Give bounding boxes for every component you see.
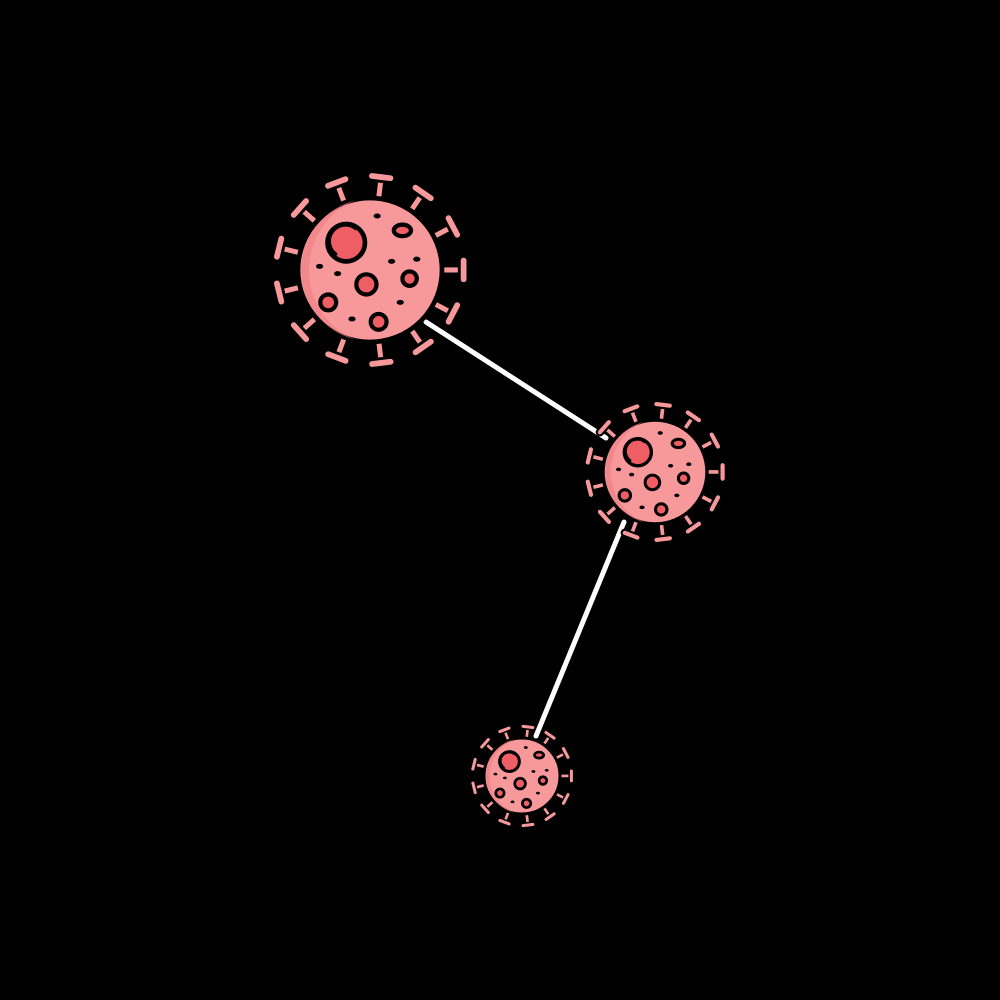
virus-large bbox=[271, 170, 470, 370]
virus-dot bbox=[348, 316, 356, 322]
virus-ring bbox=[617, 488, 633, 503]
virus-ring bbox=[653, 502, 669, 517]
spike-tip bbox=[709, 432, 721, 449]
virus-ring bbox=[676, 471, 691, 485]
spike-tip bbox=[412, 184, 434, 202]
virus-ring bbox=[643, 473, 662, 492]
virus-spot-highlight bbox=[499, 751, 516, 769]
virus-ring bbox=[513, 776, 527, 791]
spike-tip bbox=[325, 176, 349, 189]
bond-large-to-medium bbox=[423, 319, 609, 441]
spike-tip bbox=[471, 781, 477, 795]
virus-dot bbox=[629, 472, 635, 477]
spike-tip bbox=[597, 509, 612, 525]
spike-tip bbox=[561, 747, 570, 759]
spike-tip bbox=[445, 215, 461, 238]
spike-tip bbox=[521, 822, 535, 828]
virus-dot bbox=[544, 768, 549, 772]
virus-dot bbox=[668, 463, 674, 468]
virus-shade bbox=[605, 421, 645, 523]
spike-tip bbox=[561, 793, 570, 805]
spike-tip bbox=[480, 803, 490, 815]
virus-shade bbox=[485, 739, 515, 813]
spike-tip bbox=[369, 358, 394, 367]
spike-tip bbox=[274, 280, 285, 305]
spike-tip bbox=[622, 530, 640, 540]
spike-tip bbox=[709, 495, 721, 512]
spike-tip bbox=[290, 198, 309, 218]
spike-tip bbox=[480, 738, 490, 749]
spike-tip bbox=[412, 338, 434, 356]
virus-ring bbox=[533, 750, 546, 760]
connectors bbox=[420, 316, 630, 742]
virus-ring bbox=[537, 775, 549, 786]
viruses bbox=[271, 170, 727, 829]
virus-ring bbox=[368, 311, 389, 332]
virus-ring bbox=[391, 222, 414, 239]
spike-tip bbox=[685, 521, 702, 534]
virus-ring bbox=[670, 437, 687, 450]
spike-tip bbox=[585, 479, 594, 497]
virus-dot bbox=[536, 791, 540, 795]
spike-tip bbox=[622, 404, 640, 414]
virus-spot-highlight bbox=[624, 438, 646, 462]
virus-small bbox=[469, 723, 575, 829]
virus-dot bbox=[413, 256, 421, 262]
virus-spot-highlight bbox=[327, 222, 358, 257]
spike-tip bbox=[585, 447, 594, 465]
virus-dot bbox=[523, 746, 528, 749]
spike-tip bbox=[654, 536, 672, 543]
bond-medium-to-small bbox=[533, 519, 627, 739]
virus-dot bbox=[334, 271, 342, 277]
spike-tip bbox=[544, 812, 556, 821]
virus-ring bbox=[521, 797, 533, 809]
spike-tip bbox=[369, 173, 394, 182]
spike-tip bbox=[445, 302, 461, 325]
virus-dot bbox=[316, 263, 324, 269]
virus-medium bbox=[583, 399, 727, 545]
virus-ring bbox=[318, 292, 339, 313]
spike-tip bbox=[685, 410, 702, 423]
virus-dot bbox=[686, 462, 692, 467]
virus-shade bbox=[301, 200, 356, 340]
virus-dot bbox=[510, 800, 515, 804]
virus-ring bbox=[494, 787, 506, 799]
spike-tip bbox=[290, 322, 310, 343]
spike-tip bbox=[498, 818, 511, 826]
spike-tip bbox=[597, 420, 611, 435]
spike-tip bbox=[521, 724, 535, 730]
spike-tip bbox=[325, 351, 349, 364]
spike-tip bbox=[544, 730, 556, 740]
virus-dot bbox=[503, 776, 507, 780]
virus-dot bbox=[674, 493, 680, 498]
virus-ring bbox=[354, 272, 379, 297]
spike-tip bbox=[471, 757, 477, 771]
spike-tip bbox=[498, 726, 511, 734]
spike-tip bbox=[273, 235, 285, 260]
virus-dot bbox=[639, 505, 645, 510]
virus-dot bbox=[531, 770, 536, 773]
virus-dot bbox=[493, 772, 498, 776]
virus-dot bbox=[657, 431, 663, 435]
spike-tip bbox=[654, 401, 672, 408]
virus-dot bbox=[373, 213, 381, 219]
virus-dot bbox=[396, 299, 404, 305]
virus-dot bbox=[388, 258, 396, 264]
virus-dot bbox=[616, 467, 622, 472]
virus-ring bbox=[400, 269, 419, 288]
